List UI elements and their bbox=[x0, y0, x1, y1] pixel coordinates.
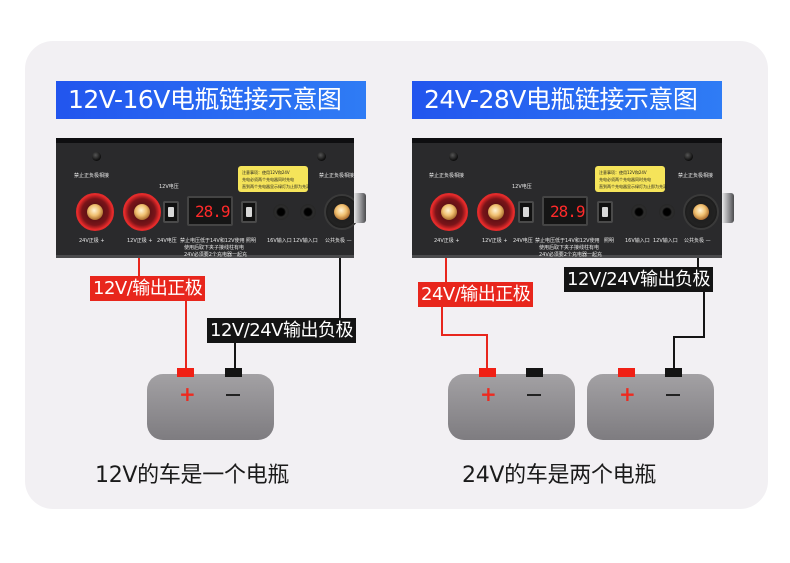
input-16v-label: 16V输入口 bbox=[625, 238, 650, 244]
caption-12v: 12V的车是一个电瓶 bbox=[95, 463, 290, 488]
battery-positive-terminal bbox=[177, 368, 194, 377]
voltage-12v-label: 12V电压 bbox=[512, 184, 532, 190]
voltage-display: 28.9 bbox=[542, 196, 588, 226]
warning-line: 使用后取下夹子接线柱有电 bbox=[184, 245, 245, 251]
positive-wire bbox=[185, 300, 187, 368]
battery-1: + bbox=[448, 368, 575, 440]
panel-screw bbox=[92, 152, 101, 161]
input-12v-label: 12V输入口 bbox=[653, 238, 678, 244]
minus-symbol bbox=[226, 394, 240, 396]
panel-screw bbox=[317, 152, 326, 161]
battery-negative-terminal bbox=[526, 368, 543, 377]
notice-line: 注意事项：使用12V和24V bbox=[242, 170, 290, 175]
post-label: 24V正极 + bbox=[434, 238, 460, 244]
switch-label: 24V电压 bbox=[513, 238, 533, 244]
post-label: 12V正极 + bbox=[127, 238, 153, 244]
voltage-12v-label: 12V电压 bbox=[159, 184, 179, 190]
negative-wire bbox=[339, 258, 341, 318]
voltage-switch[interactable] bbox=[163, 201, 179, 223]
warning-line: 使用后取下夹子接线柱有电 bbox=[539, 245, 600, 251]
negative-wire bbox=[697, 258, 699, 268]
input-12v-jack[interactable] bbox=[300, 204, 316, 220]
plus-symbol: + bbox=[480, 382, 497, 406]
notice-sticker: 注意事项：使用12V和24V 充电必须两个充电器同时充电 直到两个充电器显示绿灯… bbox=[595, 166, 667, 192]
positive-wire bbox=[486, 334, 488, 368]
switch-label: 24V电压 bbox=[157, 238, 177, 244]
plus-symbol: + bbox=[179, 382, 196, 406]
diagram-title-12v: 12V-16V电瓶链接示意图 bbox=[56, 81, 366, 119]
notice-line: 充电必须两个充电器同时充电 bbox=[599, 177, 651, 182]
notice-line: 直到两个充电器显示绿灯为止即为充满 bbox=[599, 184, 667, 189]
panel-screw bbox=[684, 152, 693, 161]
post-24v-positive[interactable] bbox=[430, 193, 468, 231]
warning-line: 禁止电压低于14V和12V使用 bbox=[180, 238, 245, 244]
positive-wire bbox=[445, 258, 447, 284]
input-16v-jack[interactable] bbox=[273, 204, 289, 220]
post-12v-positive[interactable] bbox=[123, 193, 161, 231]
charger-panel-24v: 禁止正负极相接 禁止正负极相接 12V电压 注意事项：使用12V和24V 充电必… bbox=[412, 138, 734, 258]
notice-line: 注意事项：使用12V和24V bbox=[599, 170, 647, 175]
warning-line: 禁止电压低于14V和12V使用 bbox=[535, 238, 600, 244]
voltage-value: 28.9 bbox=[195, 202, 231, 221]
battery: + bbox=[147, 368, 274, 440]
negative-wire bbox=[673, 336, 705, 338]
input-16v-label: 16V输入口 bbox=[267, 238, 292, 244]
voltage-switch[interactable] bbox=[518, 201, 534, 223]
panel-bracket bbox=[354, 193, 366, 223]
battery-negative-terminal bbox=[665, 368, 682, 377]
voltage-display: 28.9 bbox=[187, 196, 233, 226]
warning-line: 24V必须要2个充电器一起充 bbox=[184, 252, 247, 258]
negative-wire bbox=[703, 292, 705, 338]
negative-wire bbox=[234, 342, 236, 368]
positive-output-label: 24V/输出正极 bbox=[418, 282, 534, 307]
input-12v-label: 12V输入口 bbox=[293, 238, 318, 244]
panel-bracket bbox=[722, 193, 734, 223]
input-16v-jack[interactable] bbox=[631, 204, 647, 220]
battery-positive-terminal bbox=[618, 368, 635, 377]
minus-symbol bbox=[527, 394, 541, 396]
positive-wire bbox=[441, 334, 488, 336]
battery-negative-terminal bbox=[225, 368, 242, 377]
post-24v-positive[interactable] bbox=[76, 193, 114, 231]
negative-output-label: 12V/24V输出负极 bbox=[207, 318, 356, 343]
caption-24v: 24V的车是两个电瓶 bbox=[462, 463, 657, 488]
minus-symbol bbox=[666, 394, 680, 396]
positive-wire bbox=[138, 258, 140, 278]
warning-line: 24V必须要2个充电器一起充 bbox=[539, 252, 602, 258]
diagram-title-24v: 24V-28V电瓶链接示意图 bbox=[412, 81, 722, 119]
post-label: 24V正极 + bbox=[79, 238, 105, 244]
battery-positive-terminal bbox=[479, 368, 496, 377]
charger-panel-12v: 禁止正负极相接 禁止正负极相接 12V电压 注意事项：使用12V和24V 充电必… bbox=[56, 138, 366, 258]
input-12v-jack[interactable] bbox=[659, 204, 675, 220]
no-reverse-label: 禁止正负极相接 bbox=[319, 173, 355, 179]
battery-2: + bbox=[587, 368, 714, 440]
notice-line: 直到两个充电器显示绿灯为止即为充满 bbox=[242, 184, 310, 189]
no-reverse-label: 禁止正负极相接 bbox=[678, 173, 714, 179]
notice-line: 充电必须两个充电器同时充电 bbox=[242, 177, 294, 182]
negative-wire bbox=[673, 336, 675, 368]
post-label: 12V正极 + bbox=[482, 238, 508, 244]
notice-sticker: 注意事项：使用12V和24V 充电必须两个充电器同时充电 直到两个充电器显示绿灯… bbox=[238, 166, 310, 192]
light-switch[interactable] bbox=[597, 201, 613, 223]
panel-screw bbox=[449, 152, 458, 161]
no-reverse-label: 禁止正负极相接 bbox=[74, 173, 110, 179]
plus-symbol: + bbox=[619, 382, 636, 406]
light-switch[interactable] bbox=[241, 201, 257, 223]
voltage-value: 28.9 bbox=[550, 202, 586, 221]
common-negative-label: 公共负极 — bbox=[684, 238, 711, 244]
post-common-negative[interactable] bbox=[683, 194, 719, 230]
negative-output-label: 12V/24V输出负极 bbox=[564, 267, 713, 292]
no-reverse-label: 禁止正负极相接 bbox=[429, 173, 465, 179]
post-12v-positive[interactable] bbox=[477, 193, 515, 231]
light-label: 照明 bbox=[604, 238, 615, 244]
common-negative-label: 公共负极 — bbox=[325, 238, 352, 244]
positive-wire bbox=[441, 306, 443, 336]
light-label: 照明 bbox=[246, 238, 257, 244]
positive-output-label: 12V/输出正极 bbox=[90, 276, 206, 301]
